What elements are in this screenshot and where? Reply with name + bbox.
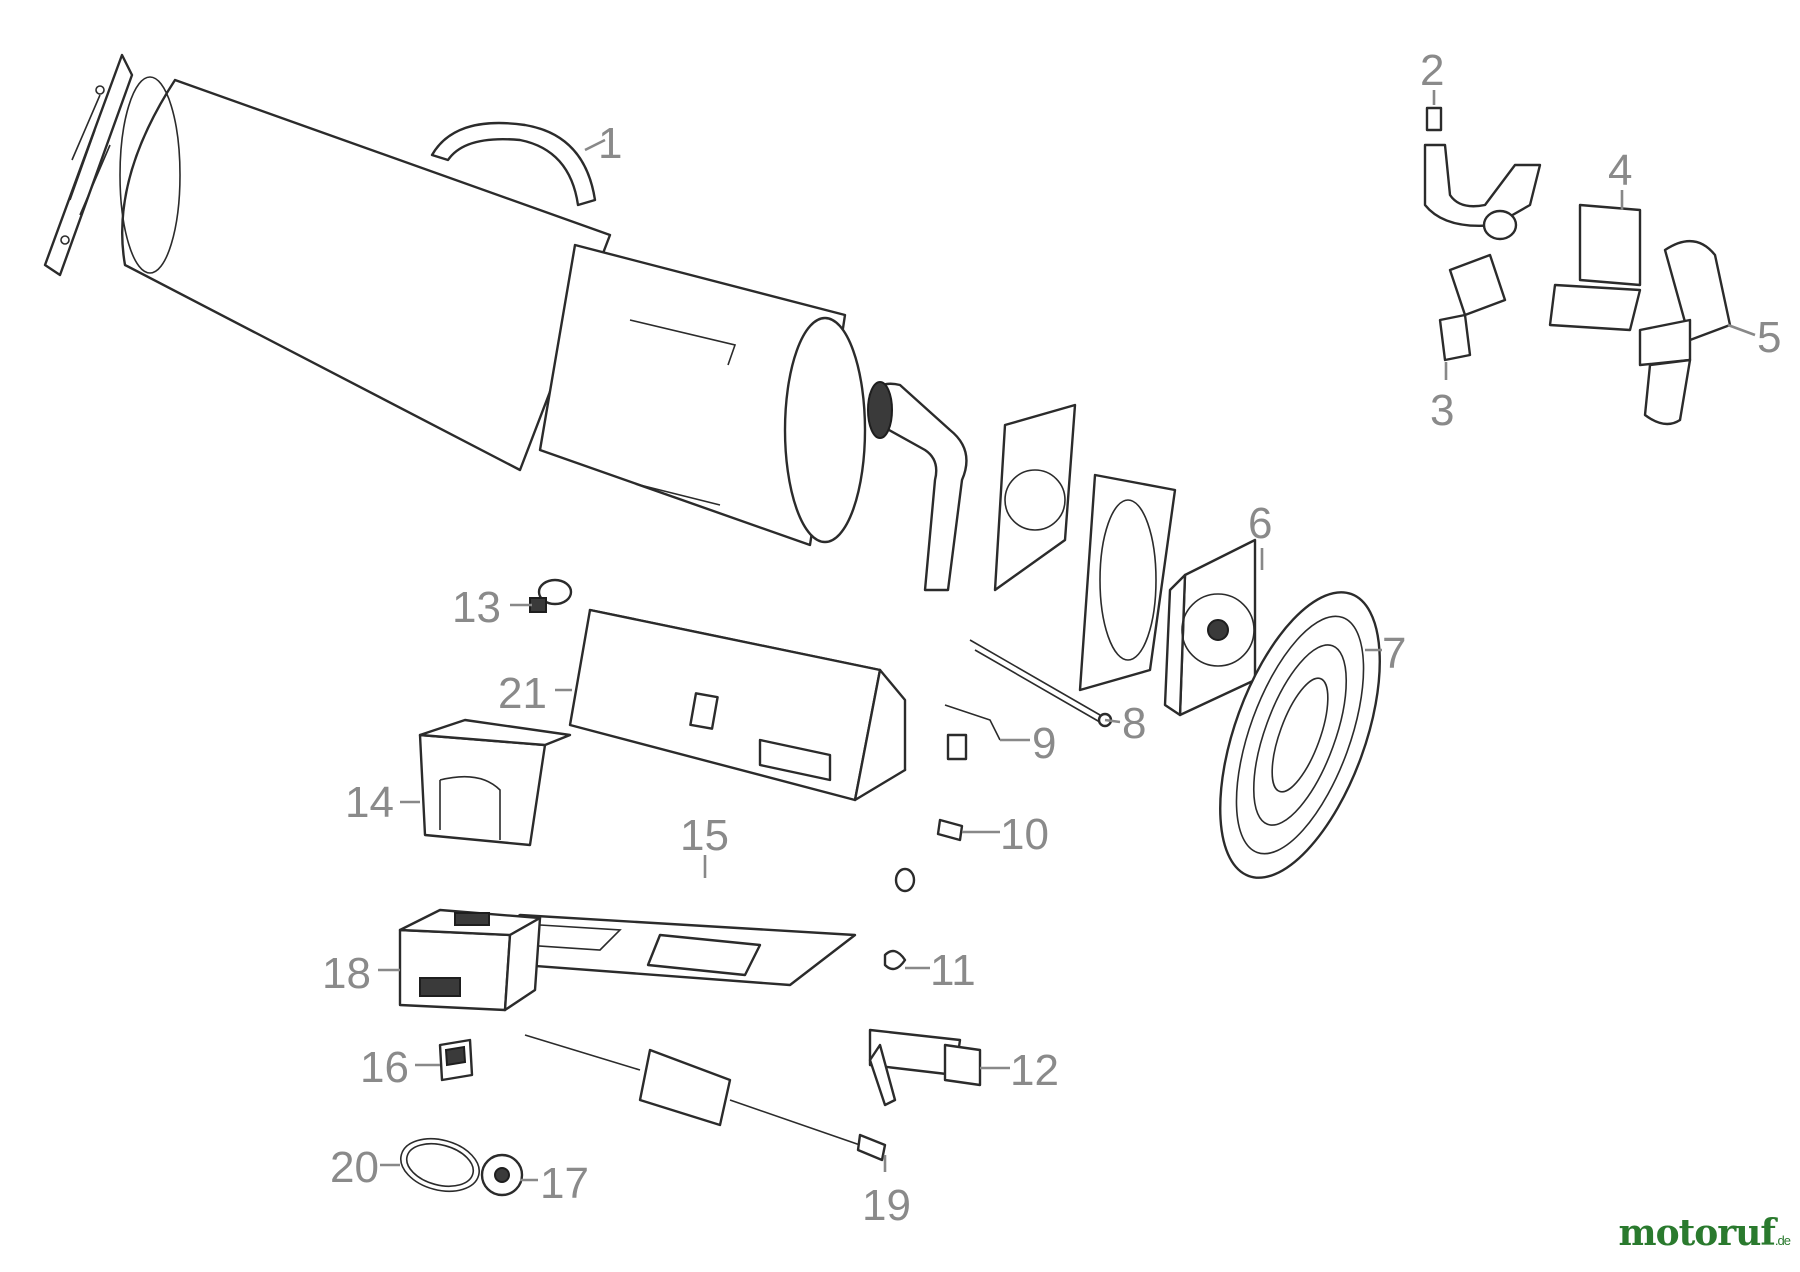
label-16: 16 (360, 1043, 409, 1092)
solenoid (1548, 203, 1642, 332)
motoruf-logo: motoruf.de (1618, 1212, 1791, 1254)
battery-pack (398, 908, 542, 1012)
gasket-ring (1078, 473, 1177, 692)
leader-1 (584, 138, 606, 152)
flame-disc (993, 403, 1077, 592)
label-7: 7 (1382, 629, 1406, 678)
rocker-switch (438, 1038, 474, 1082)
label-2: 2 (1420, 46, 1444, 95)
gas-hose (400, 1137, 480, 1193)
label-13: 13 (452, 583, 501, 632)
label-1: 1 (598, 119, 622, 168)
label-8: 8 (1122, 699, 1146, 748)
leader-8 (1104, 718, 1121, 724)
label-15: 15 (680, 811, 729, 860)
burner-tube (867, 381, 968, 592)
small-ring (894, 867, 916, 893)
label-21: 21 (498, 669, 547, 718)
label-5: 5 (1757, 313, 1781, 362)
valve-assembly (868, 1028, 982, 1107)
label-10: 10 (1000, 810, 1049, 859)
hose-nipple (1425, 106, 1443, 132)
fan-motor (1163, 538, 1257, 717)
gas-regulator (480, 1153, 524, 1197)
carry-handle (430, 121, 597, 207)
combustion-chamber (538, 243, 867, 547)
label-9: 9 (1032, 719, 1056, 768)
label-18: 18 (322, 949, 371, 998)
label-19: 19 (862, 1181, 911, 1230)
valve-body (1638, 240, 1732, 426)
mounting-plate (453, 913, 857, 987)
logo-text: motoruf (1618, 1212, 1776, 1254)
nut (946, 733, 968, 761)
part-number-labels: 1 2 3 4 5 6 7 8 9 10 11 12 13 14 15 16 1… (322, 46, 1781, 1230)
fan-guard-grille (1219, 591, 1381, 879)
logo-suffix: .de (1774, 1233, 1791, 1248)
label-6: 6 (1248, 499, 1272, 548)
battery-box (418, 718, 572, 847)
knob (529, 578, 573, 613)
nozzle (936, 818, 964, 842)
label-11: 11 (930, 946, 976, 995)
thermocouple (944, 704, 1001, 741)
ignition-electrode (969, 639, 1113, 728)
label-12: 12 (1010, 1046, 1059, 1095)
connection-pipe (1423, 143, 1542, 241)
gas-valve (1438, 253, 1507, 362)
label-3: 3 (1430, 386, 1454, 435)
leader-lines (378, 90, 1756, 1182)
label-4: 4 (1608, 146, 1632, 195)
label-14: 14 (345, 778, 394, 827)
rear-guard-bracket (43, 53, 134, 277)
leader-5 (1727, 323, 1756, 337)
clip (883, 949, 907, 971)
base-housing (568, 608, 907, 802)
power-adapter (524, 1034, 887, 1162)
label-20: 20 (330, 1143, 379, 1192)
label-17: 17 (540, 1159, 589, 1208)
outer-housing-cylinder (119, 76, 612, 472)
